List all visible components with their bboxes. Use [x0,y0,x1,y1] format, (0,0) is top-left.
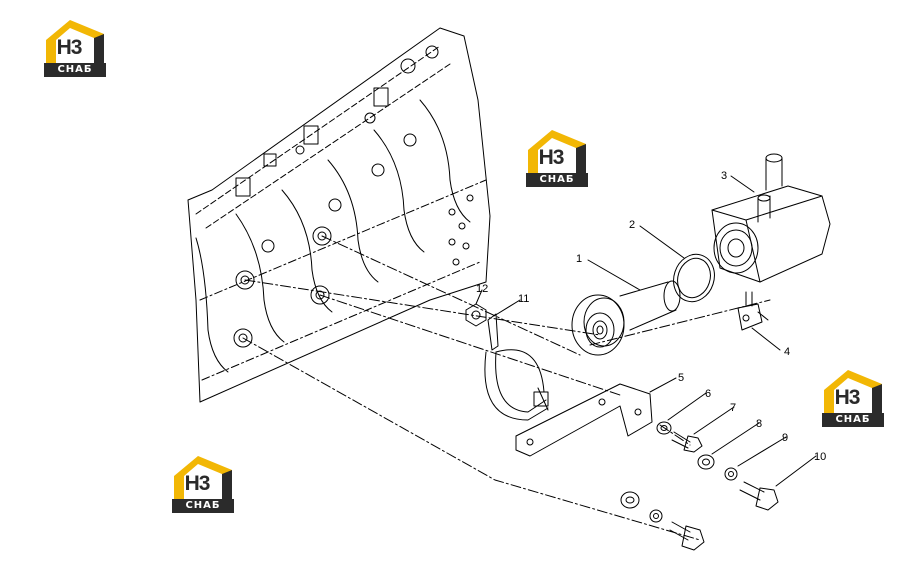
house-logo-icon [528,130,586,174]
callout-2: 2 [629,219,635,231]
house-logo-icon [46,20,104,64]
logo-snab-text: СНАБ [44,63,106,77]
part-11-clamp [484,313,549,421]
callout-1: 1 [576,253,582,265]
logo-h3-text: H3 [834,386,861,409]
watermark-logo: H3 СНАБ [526,130,588,188]
part-4-fitting [737,291,769,331]
house-logo-icon [174,456,232,500]
callout-11: 11 [518,293,529,305]
part-10-bolt [739,481,779,511]
part-5-bracket [515,383,653,457]
logo-h3-text: H3 [56,36,83,59]
callout-10: 10 [814,451,826,463]
callout-9: 9 [782,432,788,444]
watermark-logo: H3 СНАБ [822,370,884,428]
callout-3: 3 [721,170,727,182]
assembly-axis-lines [242,235,771,541]
lower-fasteners [620,491,705,551]
callout-labels: 1 2 3 4 5 6 7 8 9 10 11 12 [476,170,826,463]
leader-lines [475,175,817,487]
watermark-logo: H3 СНАБ [172,456,234,514]
watermark-logo: H3 СНАБ [44,20,106,78]
part-8-washer [697,454,715,470]
callout-7: 7 [730,402,736,414]
callout-12: 12 [476,283,488,295]
logo-h3-text: H3 [538,146,565,169]
part-9-lock-washer [724,467,738,481]
part-3-housing [711,153,831,283]
logo-h3-text: H3 [184,472,211,495]
house-logo-icon [824,370,882,414]
callout-4: 4 [784,346,790,358]
engine-block [187,27,491,403]
callout-5: 5 [678,372,684,384]
logo-snab-text: СНАБ [172,499,234,513]
part-2-o-ring [673,253,715,303]
part-6-washer [656,421,672,435]
callout-6: 6 [705,388,711,400]
part-7-bolt [671,431,703,453]
part-1-pulley [571,280,681,356]
logo-snab-text: СНАБ [526,173,588,187]
logo-snab-text: СНАБ [822,413,884,427]
callout-8: 8 [756,418,762,430]
